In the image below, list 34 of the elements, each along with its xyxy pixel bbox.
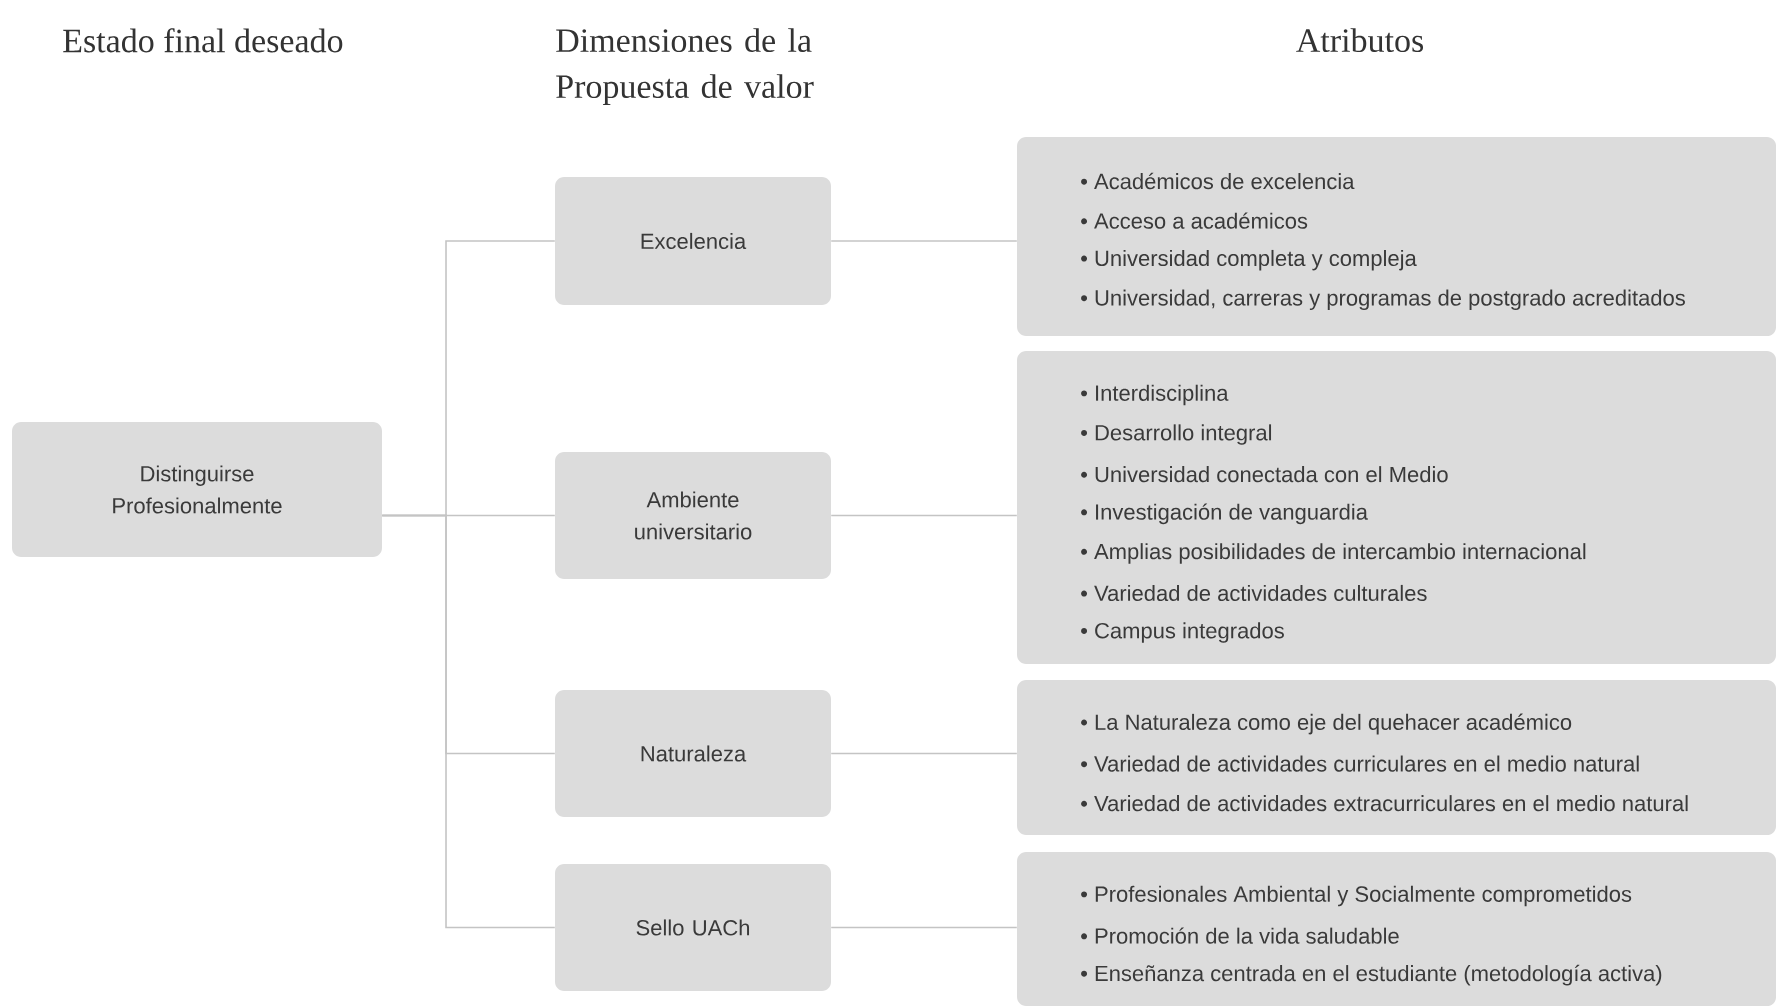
goal-box: Distinguirse Profesionalmente: [12, 422, 382, 557]
attribute-box: [1017, 852, 1776, 1006]
category-box: Ambiente universitario: [555, 452, 831, 579]
connector-line: [830, 240, 1018, 242]
category-box: Excelencia: [555, 177, 831, 305]
bullet-item: • Variedad de actividades extracurriculares en el medio natural: [1081, 795, 1688, 812]
column-heading: Atributos: [1296, 28, 1423, 53]
column-heading: Estado final deseado: [63, 28, 343, 53]
bullet-item: • Universidad, carreras y programas de postgrado acreditados: [1081, 289, 1685, 311]
bullet-item: • Acceso a académicos: [1081, 212, 1308, 229]
bullet-item: • Variedad de actividades curriculares en el medio natural: [1081, 755, 1639, 772]
bullet-item: • Campus integrados: [1081, 622, 1284, 643]
attribute-box: [1017, 680, 1776, 835]
bullet-item: • Promoción de la vida saludable: [1081, 927, 1399, 944]
bullet-item: • Profesionales Ambiental y Socialmente comprometidos: [1081, 885, 1632, 907]
bullet-item: • Interdisciplina: [1081, 384, 1229, 406]
bullet-item: • Enseñanza centrada en el estudiante (metodología activa): [1081, 964, 1662, 986]
bullet-item: • Amplias posibilidades de intercambio internacional: [1081, 543, 1586, 564]
bullet-item: • Universidad completa y compleja: [1081, 249, 1417, 271]
category-box: Sello UACh: [555, 864, 831, 991]
bullet-item: • Variedad de actividades culturales: [1081, 584, 1427, 602]
connector-line: [381, 514, 556, 929]
connector-line: [830, 514, 1018, 517]
attribute-box: [1017, 137, 1776, 336]
connector-line: [830, 926, 1018, 929]
column-heading: Dimensiones de la Propuesta de valor: [556, 28, 814, 105]
bullet-item: • Desarrollo integral: [1081, 424, 1272, 445]
bullet-item: • Investigación de vanguardia: [1081, 503, 1368, 525]
attribute-box: [1017, 351, 1776, 664]
connector-line: [830, 752, 1018, 755]
category-box: Naturaleza: [555, 690, 831, 817]
bullet-item: • Universidad conectada con el Medio: [1081, 466, 1448, 483]
bullet-item: • La Naturaleza como eje del quehacer académico: [1081, 713, 1572, 735]
bullet-item: • Académicos de excelencia: [1081, 172, 1355, 190]
